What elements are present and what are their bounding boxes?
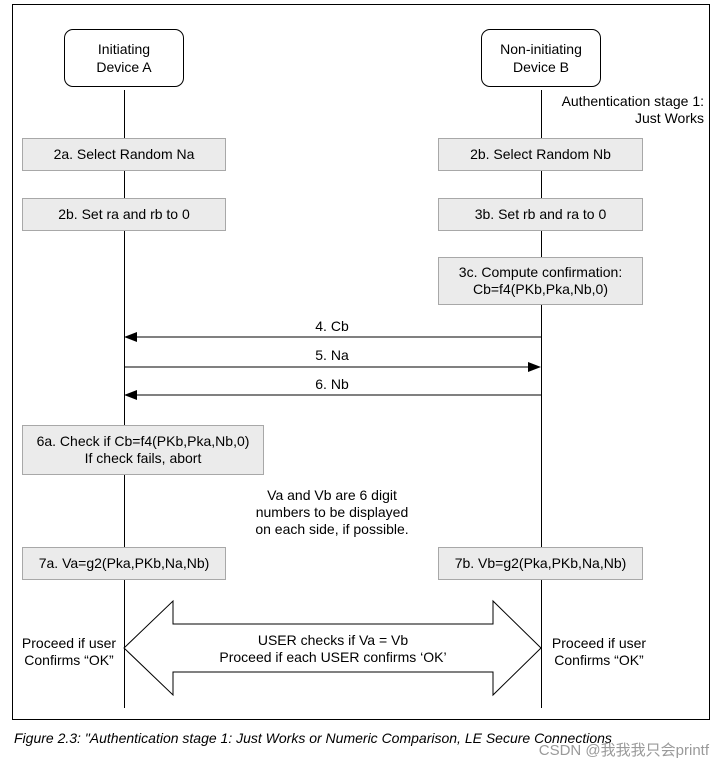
diagram-frame xyxy=(12,4,710,720)
message-4-cb-label: 4. Cb xyxy=(315,318,349,334)
text-line: Proceed if user xyxy=(551,635,647,651)
text-line: numbers to be displayed xyxy=(255,504,409,520)
text-line: Authentication stage 1: xyxy=(561,93,704,109)
text-line: Proceed if each USER confirms ‘OK’ xyxy=(219,649,447,665)
text-line: Just Works xyxy=(635,110,704,126)
stage-note: Authentication stage 1:Just Works xyxy=(520,93,704,127)
arrow-6-nb xyxy=(124,390,541,400)
text-line: Va and Vb are 6 digit xyxy=(267,487,397,503)
arrow-5-na xyxy=(124,362,541,372)
text-line: 7b. Vb=g2(Pka,PKb,Na,Nb) xyxy=(454,555,627,571)
step-6a-check-cb: 6a. Check if Cb=f4(PKb,Pka,Nb,0)If check… xyxy=(22,425,264,475)
text-line: Device B xyxy=(512,59,570,75)
user-check-double-arrow xyxy=(123,599,542,697)
text-line: 2b. Set ra and rb to 0 xyxy=(58,206,190,222)
text-line: Cb=f4(PKb,Pka,Nb,0) xyxy=(472,281,608,297)
text-line: Confirms “OK” xyxy=(24,652,114,668)
text-line: 2a. Select Random Na xyxy=(53,146,195,162)
arrow-4-cb xyxy=(124,332,541,342)
step-3b-set-rb-ra: 3b. Set rb and ra to 0 xyxy=(438,198,643,231)
step-2b-select-random-nb: 2b. Select Random Nb xyxy=(438,138,643,171)
step-3c-compute-confirmation: 3c. Compute confirmation:Cb=f4(PKb,Pka,N… xyxy=(438,257,643,305)
lifeline-device-a xyxy=(124,90,125,708)
text-line: 2b. Select Random Nb xyxy=(470,146,611,162)
lifeline-device-b xyxy=(541,90,542,708)
message-6-nb-label: 6. Nb xyxy=(315,376,349,392)
step-7a-compute-va: 7a. Va=g2(Pka,PKb,Na,Nb) xyxy=(22,547,226,580)
message-5-na-label: 5. Na xyxy=(315,347,349,363)
text-line: 7a. Va=g2(Pka,PKb,Na,Nb) xyxy=(38,555,210,571)
step-2a-select-random-na: 2a. Select Random Na xyxy=(22,138,226,171)
text-line: on each side, if possible. xyxy=(255,521,409,537)
text-line: USER checks if Va = Vb xyxy=(257,632,409,648)
text-line: Non-initiating xyxy=(500,41,582,57)
text-line: Device A xyxy=(96,59,152,75)
text-line: 3c. Compute confirmation: xyxy=(458,264,623,280)
csdn-watermark: CSDN @我我我只会printf xyxy=(538,742,709,759)
text-line: Confirms “OK” xyxy=(554,652,644,668)
text-line: Initiating xyxy=(97,41,151,57)
step-2b-set-ra-rb: 2b. Set ra and rb to 0 xyxy=(22,198,226,231)
text-line: 3b. Set rb and ra to 0 xyxy=(474,206,607,222)
text-line: Proceed if user xyxy=(21,635,117,651)
text-line: If check fails, abort xyxy=(84,450,202,466)
text-line: 6a. Check if Cb=f4(PKb,Pka,Nb,0) xyxy=(36,433,250,449)
figure-caption: Figure 2.3: "Authentication stage 1: Jus… xyxy=(14,730,612,746)
step-7b-compute-vb: 7b. Vb=g2(Pka,PKb,Na,Nb) xyxy=(438,547,643,580)
